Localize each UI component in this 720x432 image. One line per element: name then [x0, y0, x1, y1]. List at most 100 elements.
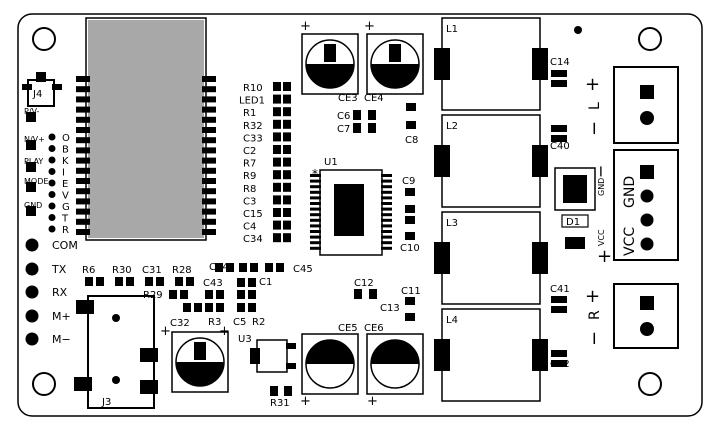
header-letter: E — [62, 179, 68, 190]
module-pin — [202, 137, 216, 144]
resistor-label: LED1 — [239, 96, 265, 107]
resistor-pad — [283, 132, 291, 142]
resistor-pad — [283, 94, 291, 104]
c10-label: C10 — [400, 243, 420, 254]
cap-c11-c12-c13: C11 C12 C13 — [354, 278, 421, 321]
ic-pin — [381, 207, 392, 211]
resistor-label: C34 — [243, 234, 263, 245]
terminal-plus: + — [585, 74, 600, 95]
ic-pin — [310, 185, 321, 189]
resistor-pad — [283, 233, 291, 243]
module-pin — [202, 218, 216, 225]
cap-pad — [551, 135, 567, 142]
ic-pin — [381, 213, 392, 217]
mount-hole-tr — [638, 27, 662, 51]
smd-pad — [183, 303, 191, 312]
ic-pin — [310, 241, 321, 245]
cap-shade — [306, 64, 354, 88]
pad-label: P/V- — [24, 107, 40, 116]
resistor-pad — [115, 277, 123, 286]
pad-square — [26, 112, 36, 122]
cap-body — [301, 33, 359, 95]
module-pin — [76, 127, 90, 133]
terminal-minus: − — [584, 121, 605, 136]
inductor-pad — [532, 339, 548, 371]
resistor-pad — [283, 208, 291, 217]
pad-square — [26, 140, 36, 150]
inductor-pad — [434, 48, 450, 80]
module-pin — [202, 188, 216, 195]
resistor-pad — [186, 277, 194, 286]
pad-round — [25, 285, 39, 299]
cap-shade — [176, 362, 224, 386]
mount-hole-bl — [32, 372, 56, 396]
terminal-plus: + — [585, 286, 600, 307]
cap-label: CE6 — [364, 323, 384, 334]
pad-round — [25, 309, 39, 323]
c11-label: C11 — [401, 286, 421, 297]
resistor-label: R9 — [243, 171, 256, 182]
terminal-label: L — [587, 102, 603, 110]
board-outline — [17, 13, 703, 417]
module-pin — [202, 106, 216, 113]
header-dot — [48, 225, 56, 233]
inductor-label: L3 — [446, 218, 458, 229]
ic-pin — [310, 174, 321, 177]
header-dot — [48, 133, 56, 141]
cap-lead — [389, 344, 401, 362]
resistor-row-label: R28 — [172, 265, 192, 276]
ic-pin — [310, 207, 321, 211]
pad-square — [26, 162, 36, 172]
resistor-pad — [283, 170, 291, 180]
resistor-pad — [273, 208, 281, 217]
u3-regulator: U3 R31 — [238, 334, 296, 409]
pad-label: M− — [52, 333, 71, 346]
terminal-left-speaker — [613, 66, 679, 144]
ic-pin — [381, 196, 392, 200]
terminal-minus: − — [584, 331, 605, 346]
cap-label: CE5 — [338, 323, 358, 334]
c5-label: C5 — [233, 317, 246, 328]
terminal-label: R — [587, 310, 603, 320]
ic-pin — [310, 179, 321, 183]
d1-label: D1 — [566, 217, 580, 228]
terminal-gnd-small: GND — [597, 178, 606, 196]
header-letter: K — [62, 156, 69, 167]
cap-pad — [551, 125, 567, 132]
smd-pad — [248, 278, 256, 287]
resistor-pad — [156, 277, 164, 286]
module-pin — [202, 127, 216, 133]
inductor-pad — [532, 145, 548, 177]
module-pin — [76, 96, 90, 103]
module-pin — [76, 137, 90, 144]
resistor-label: C4 — [243, 222, 256, 233]
cap-pad — [551, 350, 567, 357]
resistor-pad — [273, 170, 281, 180]
ic-pin — [381, 230, 392, 233]
c13-label: C13 — [380, 303, 400, 314]
cap-pad — [551, 306, 567, 313]
module-pin — [202, 198, 216, 205]
module-pin — [76, 147, 90, 154]
mount-hole-br — [638, 372, 662, 396]
resistor-pad — [273, 157, 281, 167]
pad-label: PLAY — [24, 157, 43, 166]
smd-pad — [216, 290, 224, 299]
smd-pad — [237, 303, 245, 312]
cap-body — [301, 333, 359, 395]
module-pin — [76, 229, 90, 235]
resistor-pad — [283, 82, 291, 91]
resistor-pad — [283, 107, 291, 117]
module-pin — [202, 178, 216, 184]
pad-label: M+ — [52, 310, 71, 323]
header-dot — [48, 168, 56, 175]
header-letter: G — [62, 202, 70, 213]
c12-label: C12 — [354, 278, 374, 289]
resistor-pad — [273, 182, 281, 192]
d1-diode: D1 — [554, 167, 596, 249]
pad-label: GND — [24, 201, 42, 210]
